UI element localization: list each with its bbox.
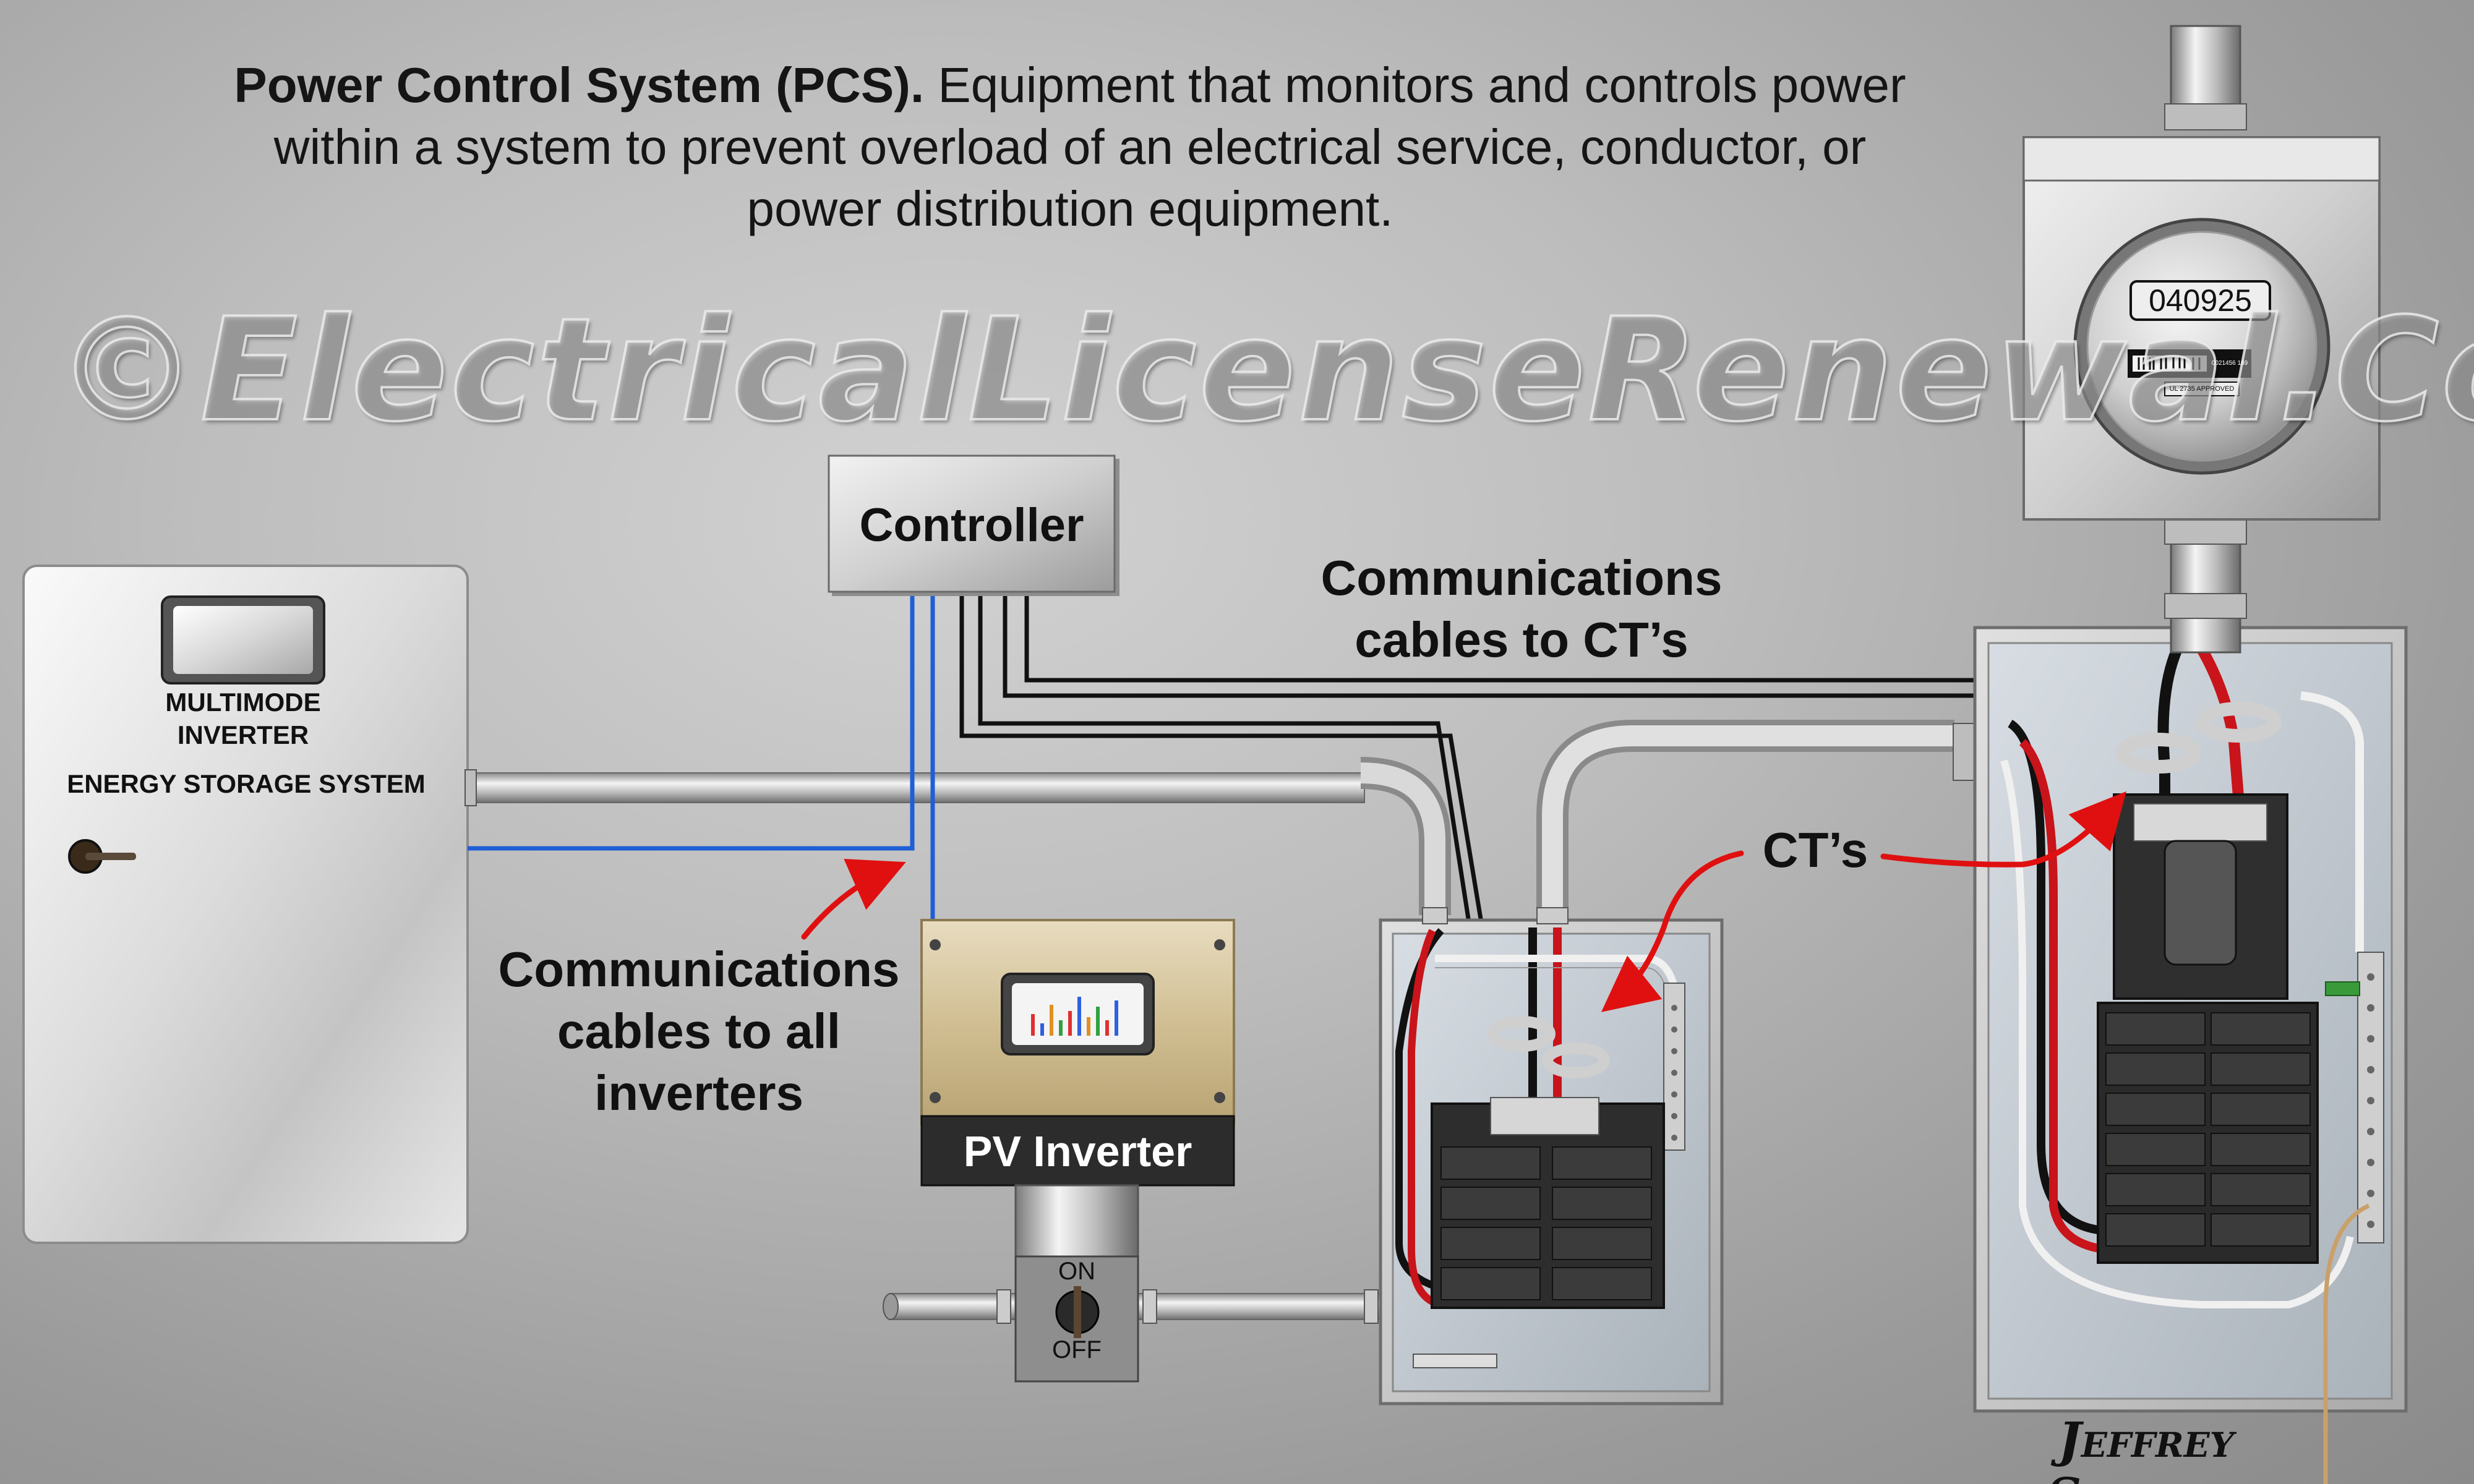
diagram-title: Power Control System (PCS). Equipment th… <box>204 54 1936 240</box>
comm-cable-to-ess <box>468 595 915 851</box>
pv-inverter <box>920 919 1235 1187</box>
meter-ul-tag: UL 2735 APPROVED <box>2169 385 2235 393</box>
ess-display-screen <box>173 606 313 674</box>
main-ct-1 <box>2116 733 2201 774</box>
cabinet-handle[interactable] <box>68 839 136 874</box>
controller-label: Controller <box>859 499 1084 552</box>
comm-ct-label-line1: Communications <box>1320 550 1723 605</box>
controller-box <box>828 454 1119 596</box>
energy-storage-cabinet <box>22 565 469 1244</box>
callout-arrows <box>801 791 2126 1012</box>
disconnect-off-label: OFF <box>1052 1336 1102 1363</box>
meter-serial: 0021456 189 <box>2211 360 2248 367</box>
ess-label-inverter: INVERTER <box>177 720 309 749</box>
main-panel <box>1973 626 2408 1484</box>
subpanel-ct-2 <box>1542 1043 1610 1078</box>
comm-inv-label-line3: inverters <box>594 1065 803 1120</box>
subpanel-ct-1 <box>1487 1016 1556 1052</box>
disconnect-on-label: ON <box>1058 1258 1095 1285</box>
pv-disconnect <box>1014 1184 1139 1383</box>
main-ct-2 <box>2196 702 2282 743</box>
comm-inv-label-line1: Communications <box>498 942 900 997</box>
meter-reading: 040925 <box>2149 283 2252 318</box>
cts-label: CT’s <box>1762 822 1868 877</box>
pv-inverter-label: PV Inverter <box>963 1127 1192 1175</box>
subpanel-breakers[interactable] <box>1440 1146 1652 1300</box>
subpanel-ground-bar <box>1413 1354 1497 1368</box>
subpanel <box>1379 907 1724 1405</box>
title-definition: Equipment that monitors and controls pow… <box>273 58 1906 236</box>
arrow-to-main-cts <box>1880 791 2126 868</box>
comm-ct-label-line2: cables to CT’s <box>1355 612 1689 667</box>
comm-inv-label-line2: cables to all <box>557 1004 841 1059</box>
title-bold: Power Control System (PCS). <box>234 58 925 113</box>
main-panel-breakers[interactable] <box>2105 1012 2311 1247</box>
ess-label-multimode: MULTIMODE <box>165 688 321 717</box>
pv-display-bar-graph-icon <box>1031 997 1118 1036</box>
utility-meter <box>2022 25 2381 654</box>
conduit-subpanel-to-main <box>1536 720 1976 915</box>
copyright-watermark: ©ElectricalLicenseRenewal.Com 2026 <box>54 288 2474 453</box>
arrow-to-subpanel-cts <box>1601 850 1744 1012</box>
disconnect-knob[interactable] <box>1055 1286 1100 1338</box>
conduit-ess-to-subpanel <box>464 757 1451 915</box>
ess-label-energy-storage: ENERGY STORAGE SYSTEM <box>67 769 426 798</box>
artist-signature: Jeffrey Simpson <box>2047 1412 2246 1484</box>
ground-electrode-conductor <box>2323 1203 2370 1484</box>
arrow-to-comm-cables <box>801 859 906 940</box>
